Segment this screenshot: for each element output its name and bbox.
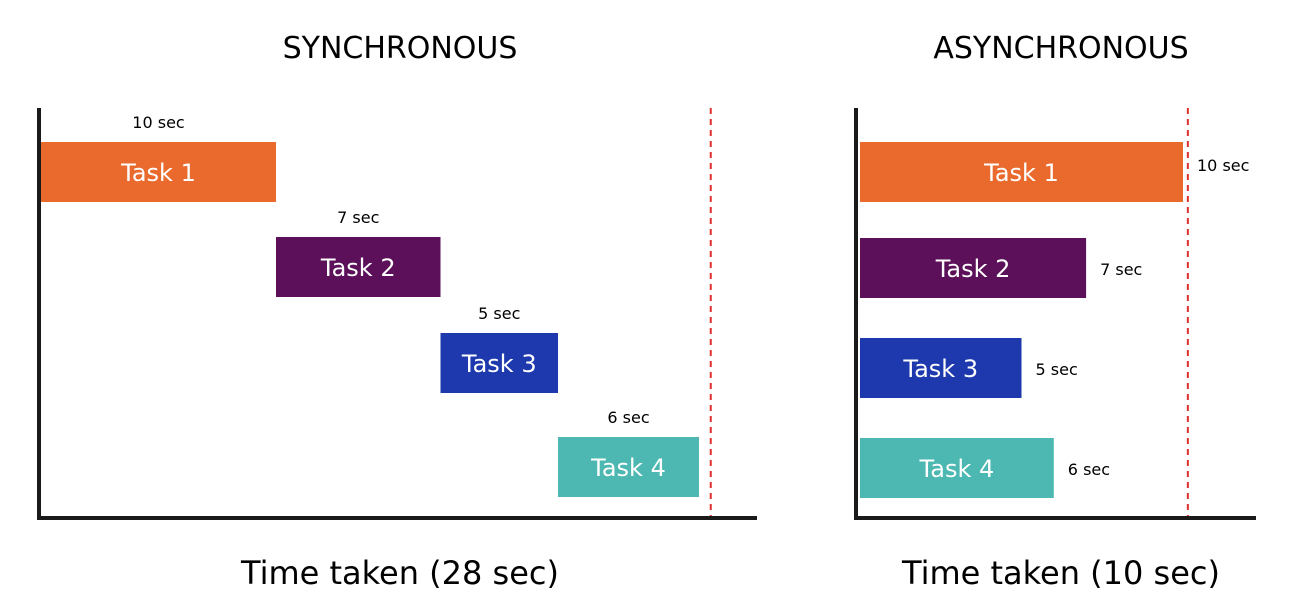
sync-task-bar bbox=[558, 437, 699, 497]
async-task-label: Task 4 bbox=[919, 455, 995, 483]
async-task-label: Task 2 bbox=[935, 255, 1011, 283]
async-task-3: Task 3 5 sec bbox=[860, 338, 1078, 398]
sync-duration-label: 6 sec bbox=[607, 408, 649, 427]
sync-task-2: Task 2 7 sec bbox=[276, 208, 441, 297]
async-task-bar bbox=[860, 338, 1022, 398]
async-task-label: Task 3 bbox=[902, 355, 978, 383]
sync-task-1: Task 1 10 sec bbox=[41, 113, 276, 202]
async-task-bar bbox=[860, 142, 1183, 202]
sync-task-label: Task 2 bbox=[320, 254, 396, 282]
async-task-1: Task 1 10 sec bbox=[860, 142, 1249, 202]
async-task-2: Task 2 7 sec bbox=[860, 238, 1142, 298]
async-task-bar bbox=[860, 238, 1087, 298]
sync-duration-label: 10 sec bbox=[132, 113, 184, 132]
sync-task-label: Task 3 bbox=[461, 350, 537, 378]
sync-task-label: Task 4 bbox=[590, 454, 666, 482]
asynchronous-title: ASYNCHRONOUS bbox=[933, 31, 1188, 66]
sync-task-bar bbox=[276, 237, 441, 297]
async-duration-label: 10 sec bbox=[1197, 156, 1249, 175]
async-duration-label: 6 sec bbox=[1068, 460, 1110, 479]
sync-task-bar bbox=[41, 142, 276, 202]
async-duration-label: 5 sec bbox=[1036, 360, 1078, 379]
async-task-4: Task 4 6 sec bbox=[860, 438, 1110, 498]
async-task-bar bbox=[860, 438, 1054, 498]
sync-task-label: Task 1 bbox=[120, 159, 196, 187]
sync-task-bar bbox=[440, 333, 558, 393]
synchronous-time-caption: Time taken (28 sec) bbox=[240, 554, 559, 592]
sync-duration-label: 5 sec bbox=[478, 304, 520, 323]
async-duration-label: 7 sec bbox=[1100, 260, 1142, 279]
synchronous-title: SYNCHRONOUS bbox=[283, 31, 518, 66]
sync-task-3: Task 3 5 sec bbox=[440, 304, 558, 393]
asynchronous-time-caption: Time taken (10 sec) bbox=[901, 554, 1220, 592]
sync-task-4: Task 4 6 sec bbox=[558, 408, 699, 497]
sync-duration-label: 7 sec bbox=[337, 208, 379, 227]
async-task-label: Task 1 bbox=[983, 159, 1059, 187]
